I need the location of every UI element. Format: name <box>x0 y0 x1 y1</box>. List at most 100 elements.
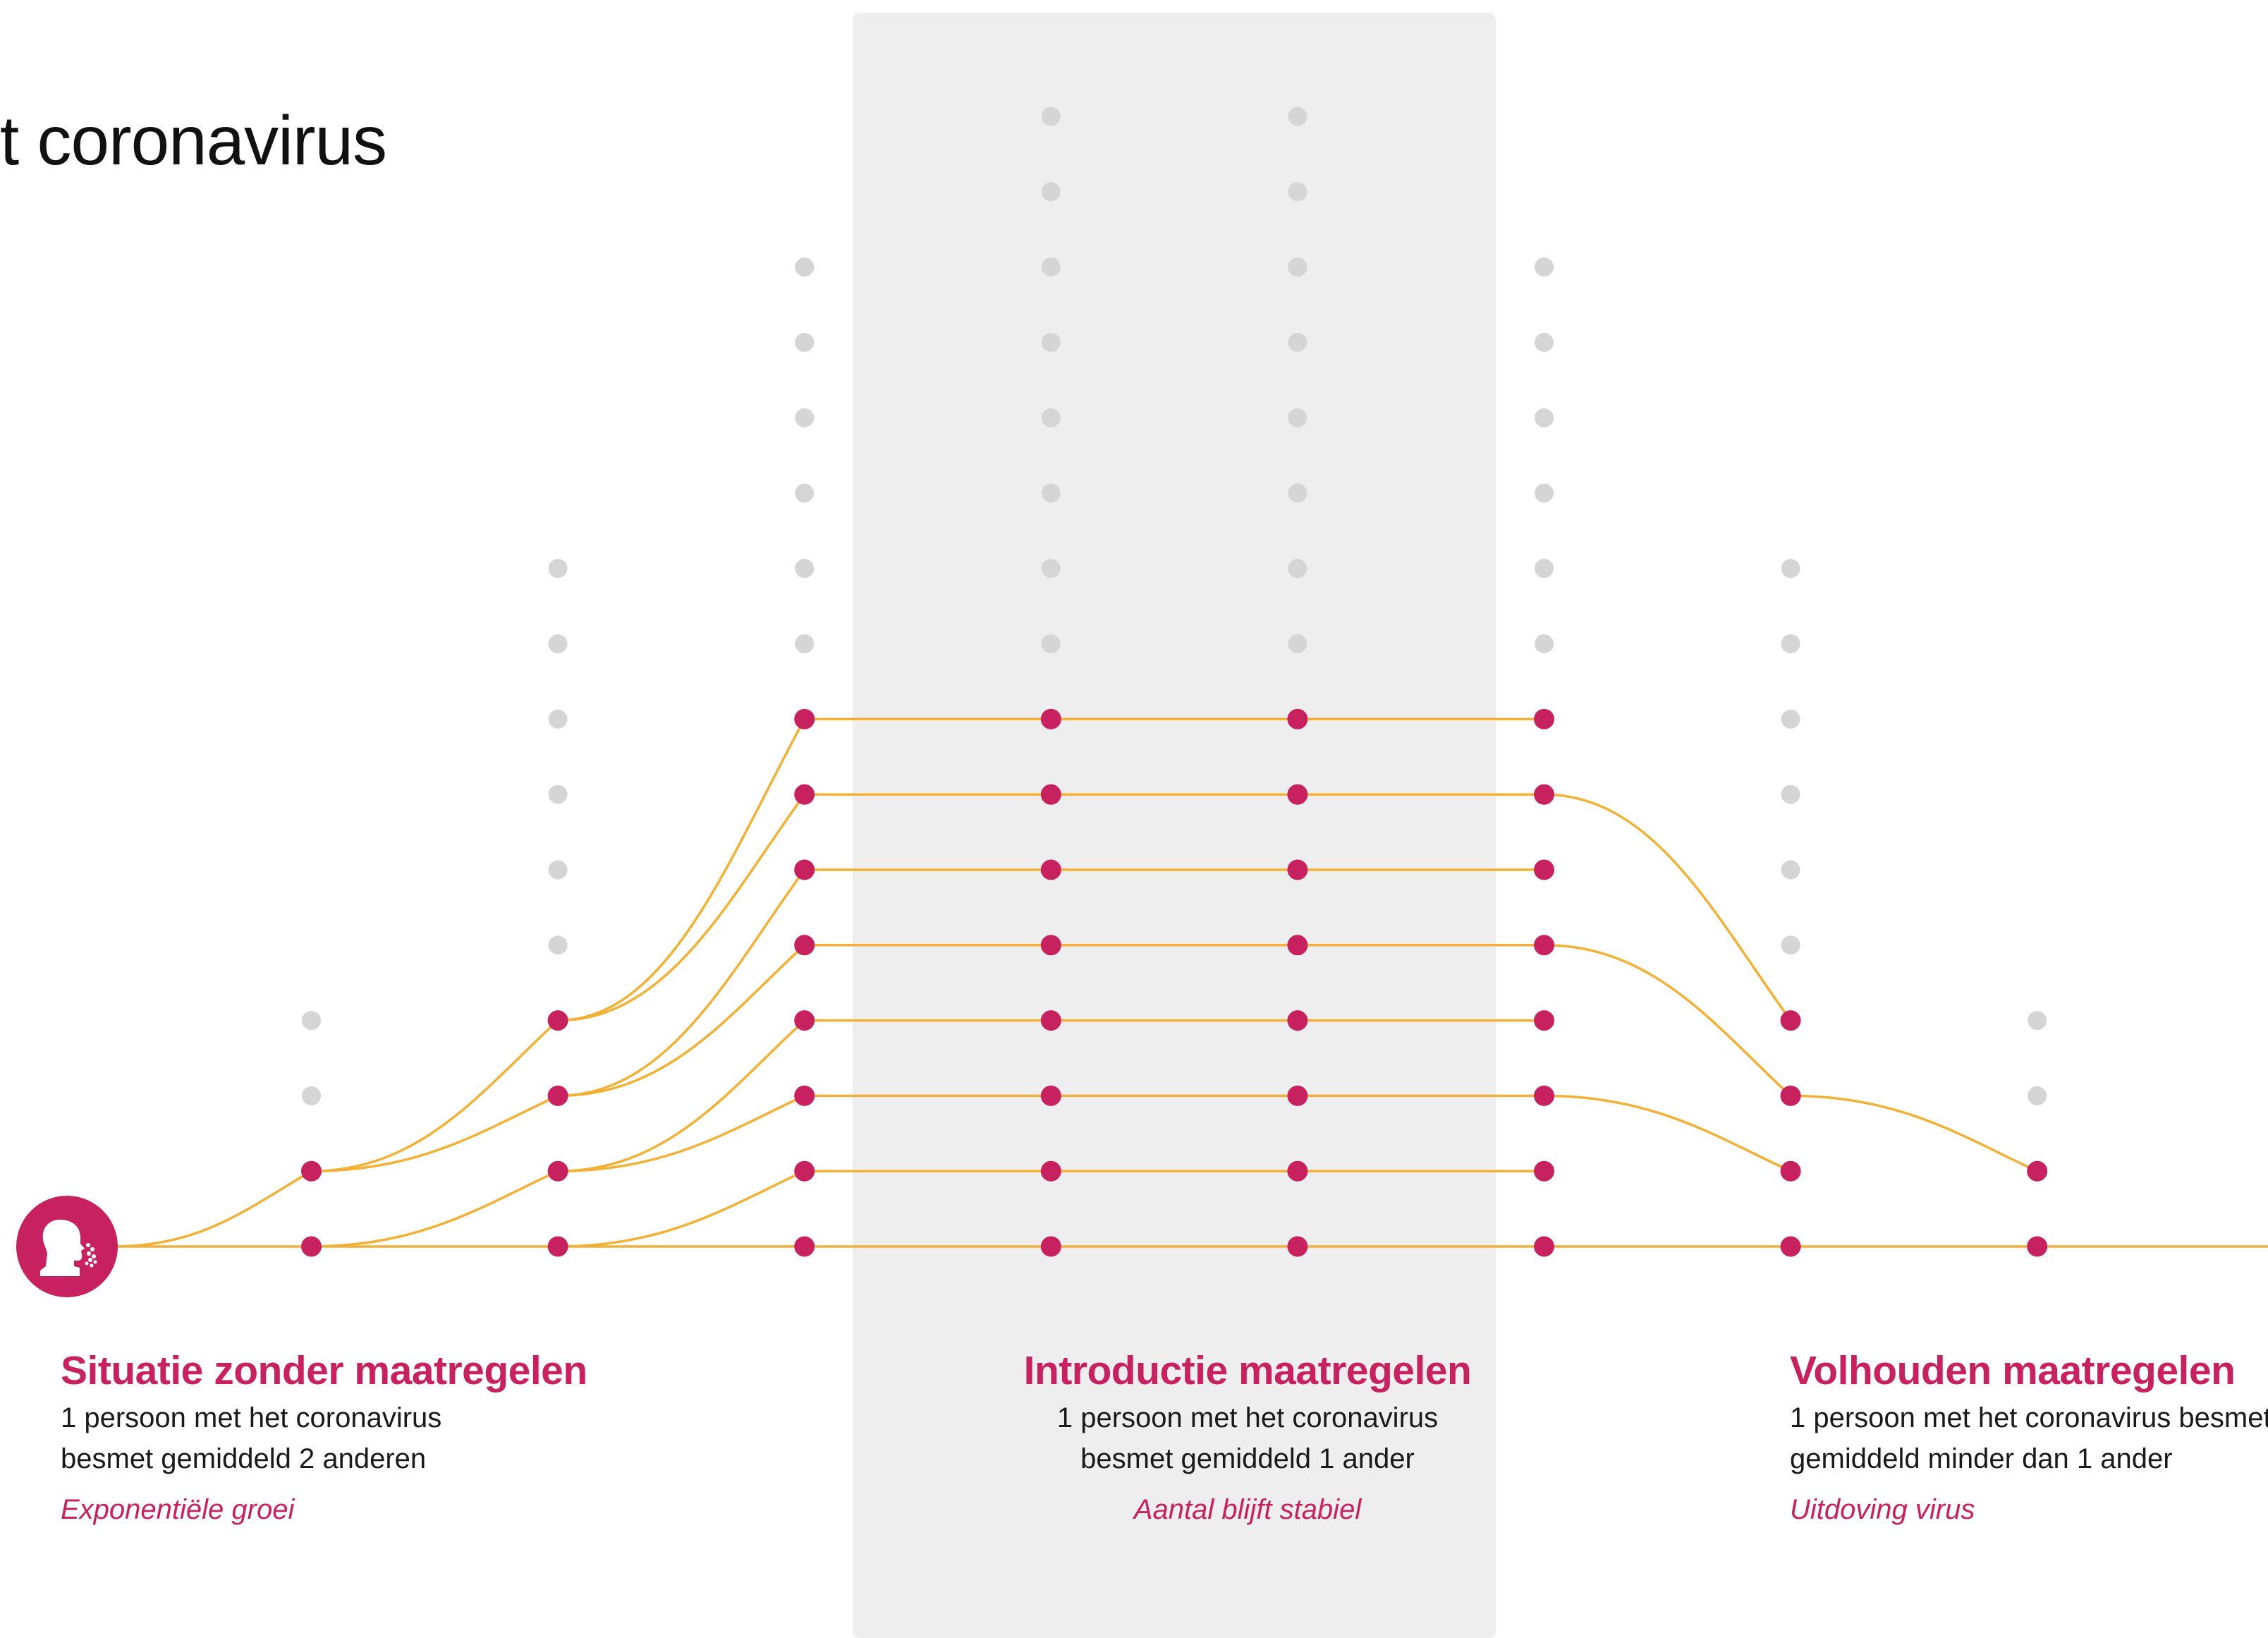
potential-contact-dot <box>1041 483 1061 503</box>
potential-contact-dot <box>1781 860 1800 880</box>
potential-contact-dot <box>1288 257 1307 277</box>
infected-person-dot <box>547 1160 568 1182</box>
potential-contact-dot <box>2028 1086 2047 1105</box>
infected-person-dot <box>794 1010 815 1031</box>
sneeze-droplet <box>90 1247 94 1251</box>
potential-contact-dot <box>1288 182 1307 202</box>
infected-person-dot <box>1534 1085 1554 1106</box>
infected-person-dot <box>1534 859 1554 880</box>
potential-contact-dot <box>1288 107 1307 126</box>
infected-person-dot <box>1287 859 1308 880</box>
infected-person-dot <box>794 708 815 729</box>
infected-person-dot <box>1287 784 1308 805</box>
potential-contact-dot <box>548 559 568 578</box>
infection-link <box>558 1094 805 1172</box>
infection-link <box>558 794 806 1022</box>
infection-links <box>114 717 2268 1248</box>
infection-link <box>1544 944 1792 1097</box>
potential-contact-dot <box>2028 1011 2047 1031</box>
potential-contact-dot <box>1781 559 1800 578</box>
infected-person-dot <box>794 859 815 880</box>
potential-contact-dot <box>1535 483 1554 503</box>
infection-link <box>558 868 806 1098</box>
caption-line: besmet gemiddeld 2 anderen <box>61 1443 427 1474</box>
potential-contact-dot <box>548 935 568 955</box>
caption-line: gemiddeld minder dan 1 ander <box>1790 1443 2173 1474</box>
infected-person-dot <box>1287 1085 1308 1106</box>
source-person <box>16 1196 118 1297</box>
infected-person-dot <box>794 935 815 956</box>
infection-link <box>1791 1094 2038 1172</box>
infected-person-dot <box>1780 1010 1801 1031</box>
infected-person-dot <box>1780 1085 1801 1106</box>
potential-contact-dot <box>1288 483 1307 503</box>
potential-contact-dot <box>1781 634 1800 654</box>
potential-contact-dot <box>1041 634 1061 654</box>
caption-note: Aantal blijft stabiel <box>1133 1494 1362 1525</box>
infected-person-dot <box>1534 784 1554 805</box>
sneeze-droplet <box>88 1258 92 1262</box>
potential-contact-dot <box>795 408 815 427</box>
infected-person-dot <box>794 1160 815 1182</box>
potential-contact-dot <box>1288 408 1307 427</box>
infected-person-dot <box>301 1160 322 1182</box>
sneeze-droplet <box>87 1251 91 1256</box>
potential-contact-dot <box>1288 332 1307 352</box>
caption-line: 1 persoon met het coronavirus <box>61 1402 442 1433</box>
caption-no-measures: Situatie zonder maatregelen 1 persoon me… <box>61 1344 587 1530</box>
infected-person-dot <box>1534 708 1554 729</box>
potential-contact-dot <box>1288 634 1307 654</box>
infection-link <box>558 944 805 1098</box>
infected-person-dot <box>1534 1160 1554 1182</box>
sneeze-droplet <box>92 1254 96 1258</box>
caption-heading: Introductie maatregelen <box>1023 1348 1472 1393</box>
infected-person-dot <box>1040 1010 1061 1031</box>
measures-highlight-band <box>853 13 1496 1638</box>
caption-note: Uitdoving virus <box>1790 1494 1975 1525</box>
infected-person-dot <box>2027 1236 2048 1257</box>
infected-person-dot <box>1780 1236 1801 1257</box>
page-title: t coronavirus <box>0 102 387 179</box>
infected-person-dot <box>547 1010 568 1031</box>
infected-person-dot <box>1040 935 1061 956</box>
infected-person-dot <box>1040 1160 1061 1182</box>
infection-dots <box>301 107 2048 1257</box>
potential-contact-dot <box>795 634 815 654</box>
infected-person-dot <box>1780 1160 1801 1182</box>
infected-person-dot <box>1040 784 1061 805</box>
infected-person-dot <box>547 1236 568 1257</box>
potential-contact-dot <box>548 709 568 729</box>
potential-contact-dot <box>548 860 568 880</box>
infected-person-dot <box>1040 1236 1061 1257</box>
potential-contact-dot <box>1781 935 1800 955</box>
infected-person-dot <box>794 1236 815 1257</box>
potential-contact-dot <box>1535 332 1554 352</box>
infected-person-dot <box>1040 708 1061 729</box>
caption-heading: Volhouden maatregelen <box>1790 1348 2236 1393</box>
potential-contact-dot <box>1041 182 1061 202</box>
infection-link <box>558 1170 805 1248</box>
potential-contact-dot <box>302 1086 321 1105</box>
potential-contact-dot <box>1041 408 1061 427</box>
infected-person-dot <box>794 784 815 805</box>
potential-contact-dot <box>795 332 815 352</box>
potential-contact-dot <box>1781 709 1800 729</box>
caption-heading: Situatie zonder maatregelen <box>61 1348 587 1393</box>
potential-contact-dot <box>795 257 815 277</box>
infected-person-dot <box>794 1085 815 1106</box>
infection-link <box>311 1170 559 1248</box>
caption-maintain-measures: Volhouden maatregelen 1 persoon met het … <box>1790 1344 2268 1530</box>
infection-link <box>114 1170 312 1248</box>
infection-link <box>558 718 806 1022</box>
infection-link <box>311 1094 559 1172</box>
potential-contact-dot <box>1535 559 1554 578</box>
potential-contact-dot <box>1288 559 1307 578</box>
potential-contact-dot <box>795 559 815 578</box>
infected-person-dot <box>1287 1010 1308 1031</box>
potential-contact-dot <box>1535 408 1554 427</box>
caption-line: 1 persoon met het coronavirus besmet <box>1790 1402 2268 1433</box>
potential-contact-dot <box>795 483 815 503</box>
potential-contact-dot <box>1535 634 1554 654</box>
potential-contact-dot <box>1041 332 1061 352</box>
